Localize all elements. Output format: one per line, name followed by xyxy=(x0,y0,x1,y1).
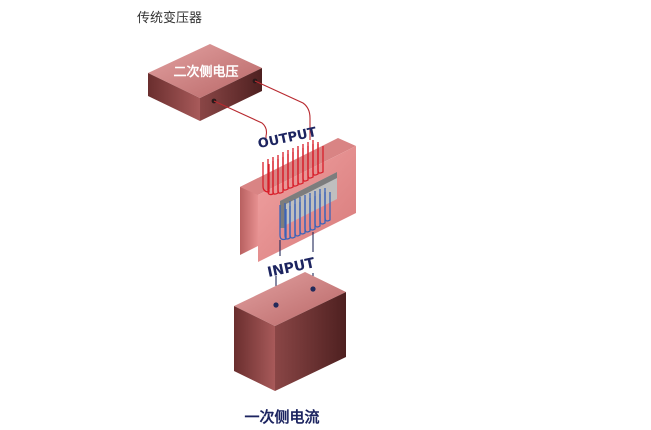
output-coil xyxy=(262,140,324,196)
output-wire-left xyxy=(213,100,268,146)
page-title: 传统变压器 xyxy=(137,11,203,26)
primary-terminal-right xyxy=(310,286,316,292)
core-side xyxy=(240,178,258,255)
secondary-wires xyxy=(213,80,311,146)
secondary-box-top xyxy=(148,44,262,98)
secondary-box-label: 二次侧电压 xyxy=(173,64,238,80)
secondary-voltage-box: 二次侧电压 xyxy=(148,44,262,121)
primary-box-label: 一次侧电流 xyxy=(244,408,319,426)
secondary-box-left xyxy=(148,73,200,121)
primary-terminal-left xyxy=(273,302,279,308)
core-window xyxy=(280,172,337,228)
primary-box-right xyxy=(275,292,346,391)
output-wire-right xyxy=(254,80,311,140)
primary-box-top xyxy=(234,272,346,326)
primary-current-box xyxy=(234,272,346,391)
input-coil xyxy=(279,188,331,241)
primary-box-left xyxy=(234,306,275,391)
secondary-box-right xyxy=(200,68,262,121)
